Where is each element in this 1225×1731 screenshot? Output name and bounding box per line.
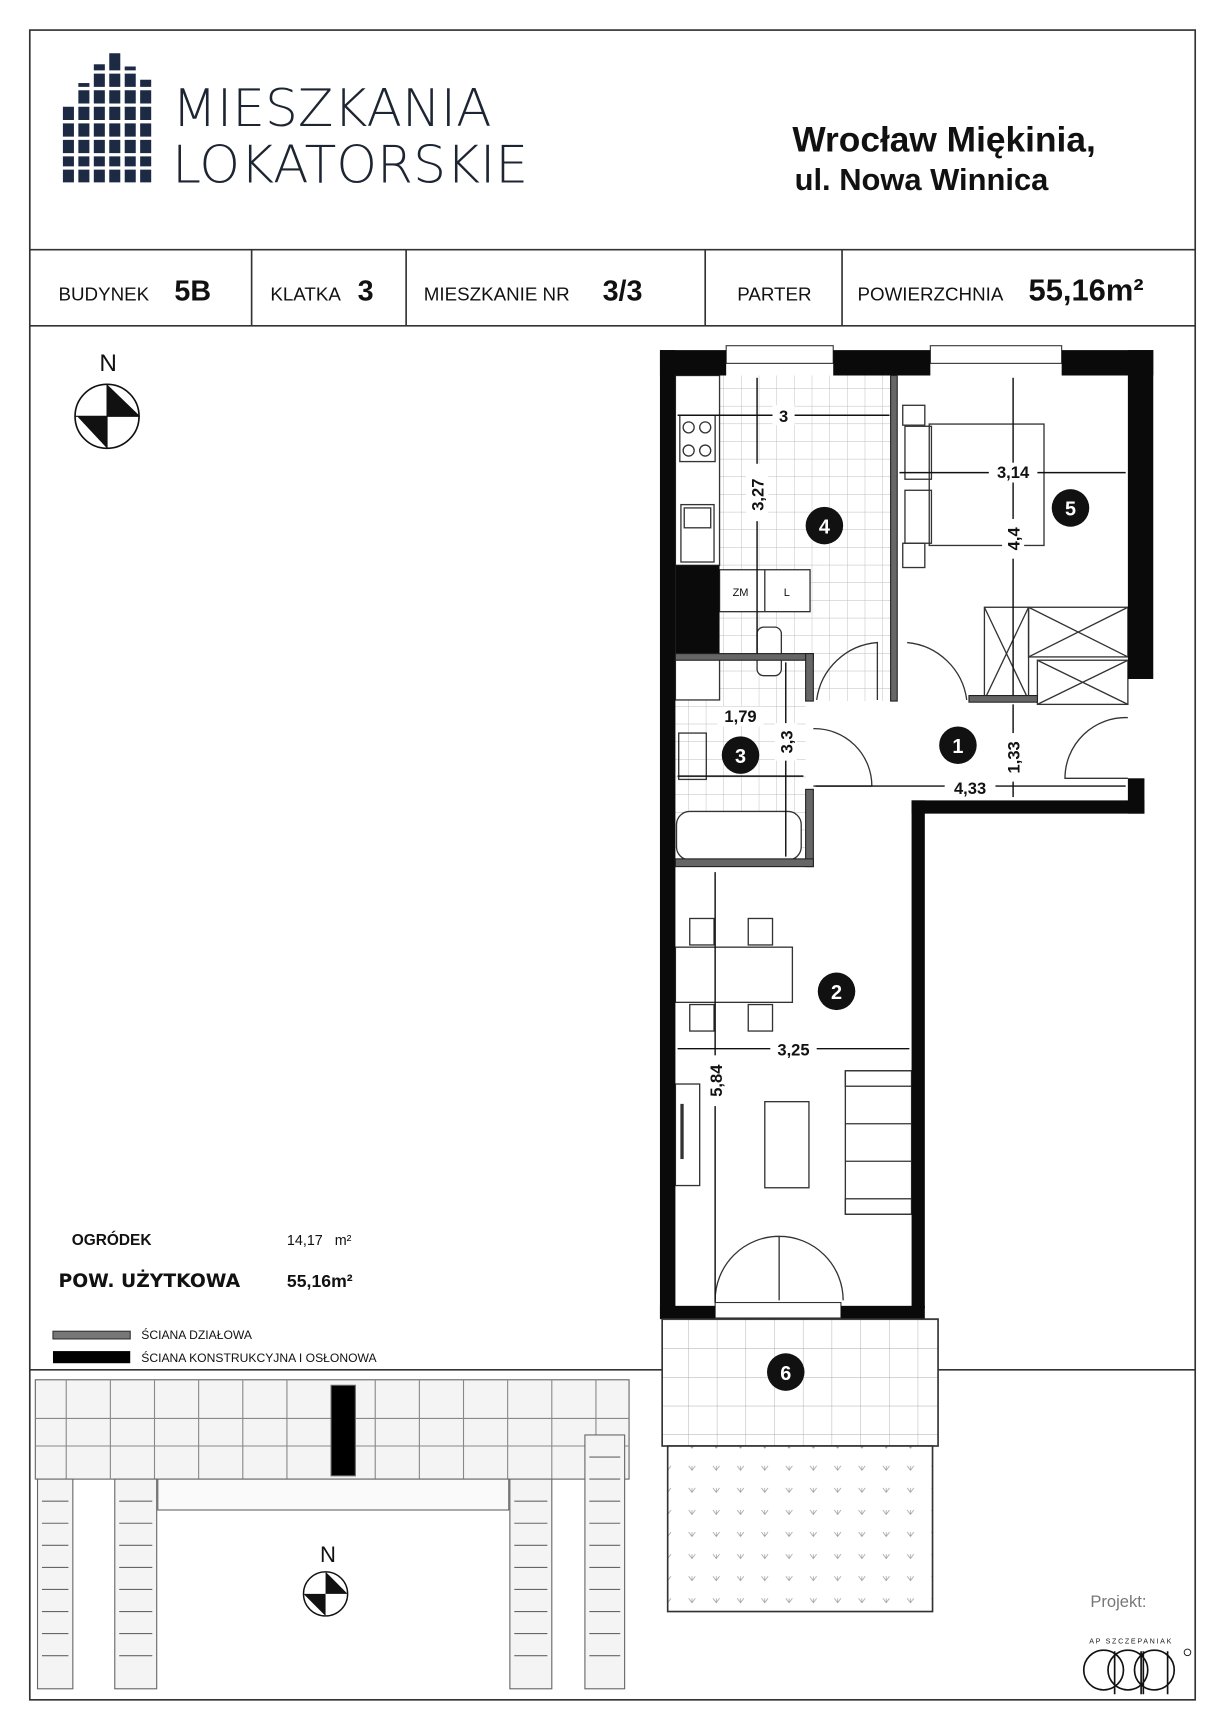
dim-hall-height: 1,33: [1005, 741, 1024, 773]
project-label: Projekt:: [1090, 1592, 1146, 1611]
building-logo-icon: [60, 53, 155, 183]
label-l: L: [784, 587, 790, 599]
apap-logo: [1082, 1648, 1192, 1695]
room-number-4: 4: [805, 506, 844, 545]
compass-icon: N: [74, 350, 141, 450]
room-number-2: 2: [817, 972, 856, 1011]
room-number-1: 1: [939, 726, 977, 764]
label-zm: ZM: [733, 587, 749, 599]
svg-text:2: 2: [831, 982, 842, 1004]
usable-area-value: 55,16m²: [287, 1271, 353, 1291]
site-compass-icon: N: [302, 1542, 349, 1617]
dim-bedroom-width: 3,14: [997, 463, 1030, 482]
legend-partition-label: ŚCIANA DZIAŁOWA: [141, 1327, 253, 1342]
legend-structural-label: ŚCIANA KONSTRUKCYJNA I OSŁONOWA: [141, 1350, 377, 1365]
dim-hall-width: 4,33: [954, 779, 986, 798]
dim-kitchen-height: 3,27: [749, 479, 768, 511]
room-number-6: 6: [767, 1353, 805, 1391]
apartment-value: 3/3: [603, 275, 643, 307]
floor-plan: 3 3,27 3,14 4,4 1,79 3,3 1,33 4,33 3,25 …: [659, 345, 1154, 1613]
site-north-label: N: [320, 1542, 336, 1567]
apartment-label: MIESZKANIE NR: [424, 283, 570, 304]
area-value: 55,16m²: [1029, 272, 1144, 307]
svg-text:4: 4: [819, 516, 830, 538]
usable-area-label: POW. UŻYTKOWA: [58, 1268, 240, 1292]
room-number-5: 5: [1051, 489, 1090, 527]
location-street: ul. Nowa Winnica: [795, 162, 1050, 197]
dim-bath-height: 3,3: [777, 730, 796, 753]
sheet-frame: [28, 29, 1197, 1701]
structural-walls: [659, 350, 1154, 1320]
dim-kitchen-width: 3: [779, 407, 788, 426]
legend-partition-swatch: [52, 1330, 131, 1340]
svg-text:5: 5: [1065, 499, 1076, 521]
floor-label: PARTER: [737, 283, 811, 304]
area-label: POWIERZCHNIA: [858, 283, 1004, 304]
logo: MIESZKANIA LOKATORSKIE: [60, 53, 528, 195]
dim-bath-width: 1,79: [724, 707, 756, 726]
garden-label: OGRÓDEK: [72, 1231, 152, 1249]
dim-bedroom-height: 4,4: [1005, 527, 1024, 551]
stair-value: 3: [358, 275, 374, 307]
building-label: BUDYNEK: [58, 283, 149, 304]
room-number-3: 3: [721, 736, 760, 774]
svg-text:1: 1: [952, 736, 963, 758]
stair-label: KLATKA: [270, 283, 341, 304]
north-label: N: [99, 350, 117, 377]
dim-living-height: 5,84: [707, 1064, 726, 1097]
legend-structural-swatch: [52, 1351, 131, 1364]
site-plan: [34, 1379, 630, 1690]
dim-living-width: 3,25: [777, 1040, 809, 1059]
info-row: BUDYNEK 5B KLATKA 3 MIESZKANIE NR 3/3 PA…: [58, 272, 1143, 307]
logo-line-1: MIESZKANIA: [172, 79, 491, 139]
svg-text:6: 6: [780, 1363, 791, 1385]
garden: [666, 1445, 934, 1613]
garden-value: 14,17 m²: [287, 1233, 352, 1249]
location-city: Wrocław Miękinia,: [792, 120, 1095, 159]
studio-name: AP SZCZEPANIAK: [1089, 1638, 1173, 1646]
svg-text:3: 3: [735, 746, 746, 768]
building-value: 5B: [174, 275, 211, 307]
logo-line-2: LOKATORSKIE: [172, 135, 528, 195]
